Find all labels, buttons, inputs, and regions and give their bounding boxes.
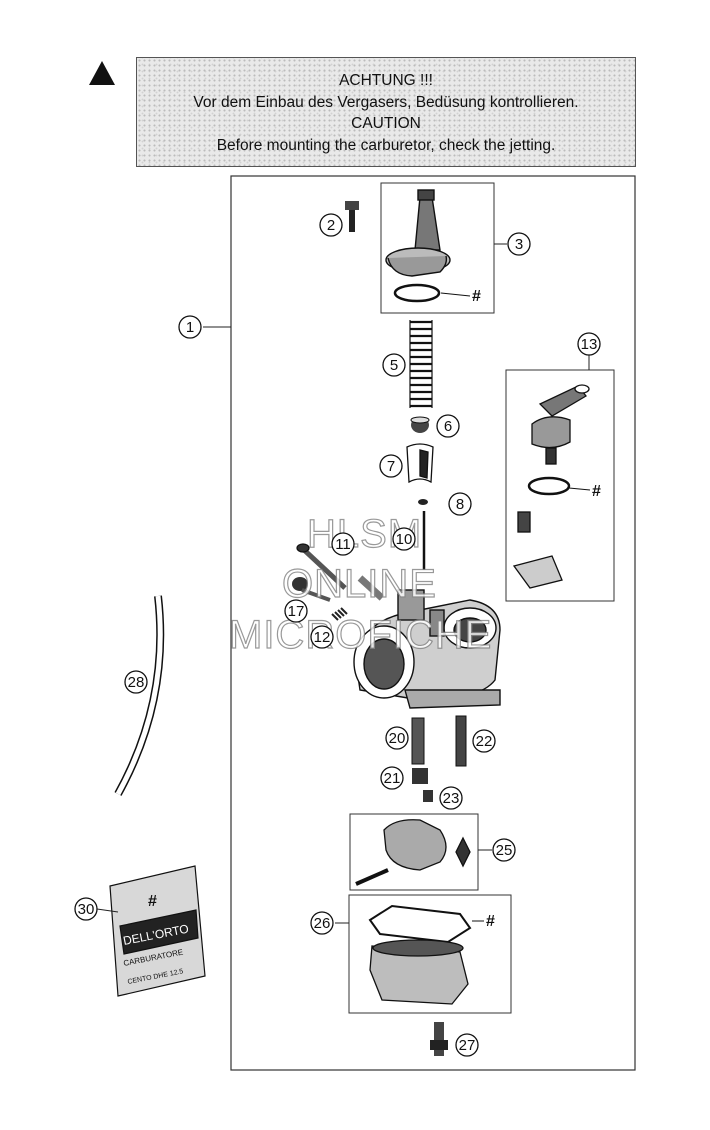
callout-25: 25 [492,838,516,862]
part-float [355,819,471,886]
callout-1: 1 [178,315,202,339]
callout-5: 5 [382,353,406,377]
callout-30-label: 30 [78,901,95,918]
callout-30: 30 [74,897,98,921]
part-needle-retainer [410,416,430,433]
callout-17: 17 [284,599,308,623]
group-box-26 [348,894,512,1014]
callout-8: 8 [448,492,472,516]
callout-20-label: 20 [389,730,406,747]
callout-13: 13 [577,332,601,356]
callout-23: 23 [439,786,463,810]
callout-7: 7 [379,454,403,478]
callout-10-label: 10 [396,531,413,548]
part-choke-assembly [512,384,591,589]
notice-line-2: Vor dem Einbau des Vergasers, Bedüsung k… [193,93,579,111]
part-throttle-spring [409,320,433,408]
notice-line-3: CAUTION [351,115,421,132]
part-bowl-bolt [430,1022,448,1056]
part-screw [345,201,359,232]
callout-23-label: 23 [443,790,460,807]
part-carburetor-body [353,589,501,709]
part-float-bowl [368,904,484,1005]
callout-22-label: 22 [476,733,493,750]
callout-27-label: 27 [459,1037,476,1054]
callout-8-label: 8 [456,496,464,513]
hash-mark-26: # [486,913,495,930]
callout-17-label: 17 [288,603,305,620]
part-needle-clip [418,499,428,505]
part-vent-hose [114,595,165,796]
callout-1-label: 1 [186,319,194,336]
notice-line-4: Before mounting the carburetor, check th… [216,136,556,154]
group-box-3 [380,182,495,314]
callout-11-label: 11 [335,536,351,553]
callout-12: 12 [310,625,334,649]
part-main-jet-holder [455,715,467,767]
callout-21: 21 [380,766,404,790]
group-box-25 [349,813,479,891]
part-mixture-screw [292,577,331,602]
part-jet-kit-packet: DELL'ORTO CARBURATORE CENTO DHE 12.5 [109,865,206,997]
part-needle-jet [411,717,425,765]
callout-7-label: 7 [387,458,395,475]
callout-26: 26 [310,911,334,935]
assembly-frame [230,175,636,1071]
watermark-line-2: ONLINE [282,562,437,606]
part-small-spring [331,607,348,621]
callout-10: 10 [392,527,416,551]
callout-28: 28 [124,670,148,694]
hash-mark-3: # [472,288,481,305]
caution-notice: ACHTUNG !!! Vor dem Einbau des Vergasers… [136,57,636,167]
callout-11: 11 [331,532,355,556]
part-carb-top [385,189,471,303]
callout-12-label: 12 [314,629,331,646]
callout-2: 2 [319,213,343,237]
callout-13-label: 13 [581,336,598,353]
callout-3-label: 3 [515,236,523,253]
hash-mark-13: # [592,483,601,500]
callout-21-label: 21 [384,770,401,787]
part-idle-screw [296,543,385,601]
callout-2-label: 2 [327,217,335,234]
callout-28-label: 28 [128,674,145,691]
warning-icon [89,61,115,85]
callout-22: 22 [472,729,496,753]
callout-20: 20 [385,726,409,750]
part-throttle-slide [406,443,434,484]
callout-5-label: 5 [390,357,398,374]
callout-25-label: 25 [496,842,513,859]
callout-3: 3 [507,232,531,256]
callout-27: 27 [455,1033,479,1057]
part-small-jet [423,790,433,802]
group-box-13 [505,369,615,602]
callout-6: 6 [436,414,460,438]
callout-6-label: 6 [444,418,452,435]
notice-line-1: ACHTUNG !!! [339,72,433,89]
part-main-jet [412,768,428,784]
watermark-line-3: MICROFICHE [229,613,492,657]
callout-26-label: 26 [314,915,331,932]
hash-mark-30: # [148,893,157,910]
